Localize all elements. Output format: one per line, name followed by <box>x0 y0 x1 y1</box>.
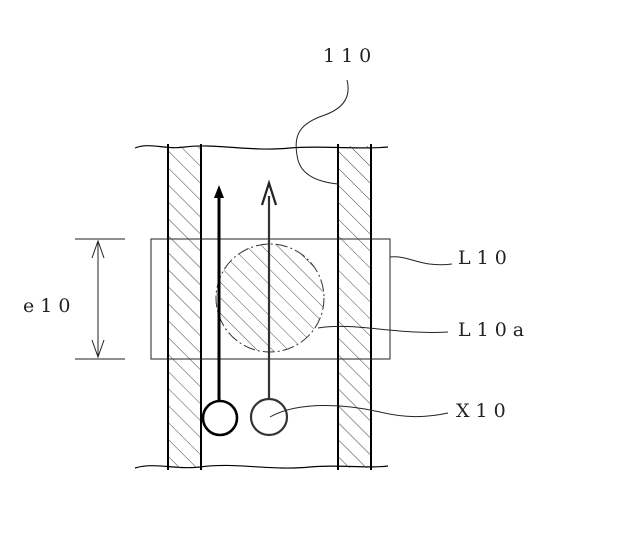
label-X10: X10 <box>456 400 512 422</box>
leader-110 <box>295 79 349 185</box>
right-pipe-wall <box>338 146 371 468</box>
label-110: 110 <box>323 45 377 67</box>
dimension-arrow-top <box>91 239 105 259</box>
leader-L10 <box>389 256 453 266</box>
leader-L10a <box>317 325 449 333</box>
label-L10: L10 <box>458 247 513 269</box>
label-L10a: L10a <box>458 319 530 341</box>
leader-X10 <box>269 405 449 418</box>
dimension-arrow-bottom <box>91 339 105 359</box>
laser-region-rect <box>150 238 391 360</box>
particle-left <box>201 399 239 437</box>
left-pipe-wall <box>168 146 201 468</box>
flow-arrow-right-head <box>260 179 278 206</box>
flow-arrow-left-head <box>214 185 224 198</box>
label-e10: e10 <box>23 295 76 317</box>
particle-right <box>249 397 289 437</box>
